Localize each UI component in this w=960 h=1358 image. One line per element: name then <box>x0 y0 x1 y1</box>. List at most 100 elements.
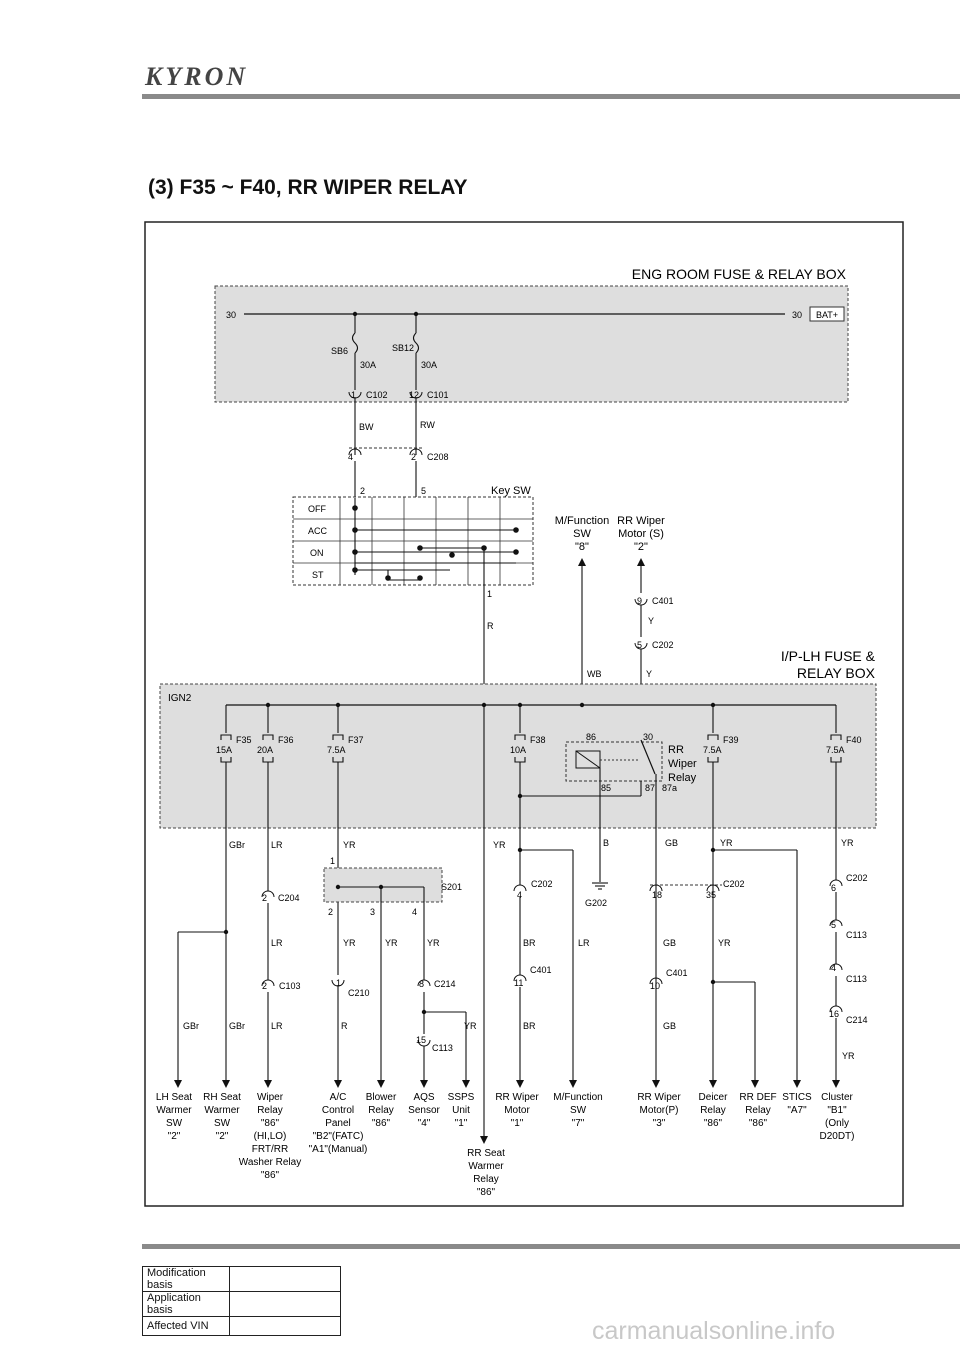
svg-text:18: 18 <box>652 890 662 900</box>
svg-text:YR: YR <box>718 938 731 948</box>
relay-pin-30: 30 <box>643 732 653 742</box>
svg-text:BR: BR <box>523 1021 536 1031</box>
svg-text:4: 4 <box>517 890 522 900</box>
svg-text:4: 4 <box>831 963 836 973</box>
svg-text:R: R <box>487 621 494 631</box>
relay-pin-87a: 87a <box>662 783 677 793</box>
bat-plus-label: BAT+ <box>816 310 838 320</box>
svg-text:8: 8 <box>419 979 424 989</box>
svg-text:C214: C214 <box>846 1015 868 1025</box>
svg-text:C113: C113 <box>846 974 867 984</box>
svg-text:4: 4 <box>348 452 353 462</box>
header-rule <box>142 94 960 99</box>
brand-logo: KYRON <box>145 62 249 91</box>
rr-wiper-motor-s-l1: RR Wiper <box>617 515 665 527</box>
rr-wiper-motor-s-l3: "2" <box>634 541 648 553</box>
svg-text:RW: RW <box>420 420 435 430</box>
ign2-label: IGN2 <box>168 693 192 704</box>
svg-text:LR: LR <box>271 1021 283 1031</box>
f35-rating: 15A <box>216 745 232 755</box>
bat-plus-box <box>809 306 845 322</box>
svg-text:2: 2 <box>360 486 365 496</box>
table-row: Modification basis <box>142 1266 341 1292</box>
svg-text:5: 5 <box>831 920 836 930</box>
svg-text:16: 16 <box>829 1009 839 1019</box>
table-row: Application basis <box>142 1291 341 1317</box>
svg-text:C103: C103 <box>279 981 301 991</box>
relay-pin-86: 86 <box>586 732 596 742</box>
ground-g202: G202 <box>585 898 607 908</box>
svg-text:C208: C208 <box>427 452 449 462</box>
svg-text:YR: YR <box>464 1021 477 1031</box>
table-row: Affected VIN <box>142 1316 341 1336</box>
svg-text:C202: C202 <box>723 879 745 889</box>
svg-text:C214: C214 <box>434 979 456 989</box>
f40-rating: 7.5A <box>826 745 845 755</box>
svg-text:GB: GB <box>665 838 678 848</box>
key-pos-on: ON <box>310 548 324 558</box>
f37-rating: 7.5A <box>327 745 346 755</box>
svg-text:GB: GB <box>663 1021 676 1031</box>
svg-text:C401: C401 <box>666 968 688 978</box>
f39-name: F39 <box>723 735 739 745</box>
svg-text:C113: C113 <box>432 1043 453 1053</box>
svg-text:5: 5 <box>637 640 642 650</box>
svg-text:1: 1 <box>351 390 356 400</box>
svg-text:YR: YR <box>493 840 506 850</box>
footer-url: carmanualsonline.info <box>592 1317 836 1345</box>
svg-text:YR: YR <box>343 938 356 948</box>
svg-text:9: 9 <box>637 596 642 606</box>
svg-text:35: 35 <box>706 890 716 900</box>
svg-text:GBr: GBr <box>229 1021 245 1031</box>
svg-text:1: 1 <box>336 978 341 988</box>
svg-text:6: 6 <box>831 883 836 893</box>
svg-text:C204: C204 <box>278 893 300 903</box>
sb6-rating: 30A <box>360 360 376 370</box>
svg-text:LR: LR <box>578 938 590 948</box>
diagram-frame <box>144 221 904 1207</box>
stics: STICS"A7" <box>782 1092 812 1116</box>
svg-text:2: 2 <box>411 452 416 462</box>
svg-text:C202: C202 <box>846 873 868 883</box>
svg-text:YR: YR <box>427 938 440 948</box>
f36-name: F36 <box>278 735 294 745</box>
mfunction-sw-8-l3: "8" <box>575 541 589 553</box>
svg-text:5: 5 <box>421 486 426 496</box>
svg-text:YR: YR <box>842 1051 855 1061</box>
svg-text:YR: YR <box>385 938 398 948</box>
svg-text:LR: LR <box>271 840 283 850</box>
svg-text:15: 15 <box>416 1035 426 1045</box>
f38-rating: 10A <box>510 745 526 755</box>
svg-text:Y: Y <box>646 669 652 679</box>
relay-label-1: RR <box>668 744 684 756</box>
bus-30-right-label: 30 <box>792 310 802 320</box>
svg-text:YR: YR <box>343 840 356 850</box>
key-switch-title: Key SW <box>491 485 531 497</box>
f39-rating: 7.5A <box>703 745 722 755</box>
svg-text:11: 11 <box>514 978 523 988</box>
svg-text:BW: BW <box>359 422 374 432</box>
svg-text:12: 12 <box>409 390 419 400</box>
svg-text:YR: YR <box>720 838 733 848</box>
svg-text:BR: BR <box>523 938 536 948</box>
mfunction-sw-8-l2: SW <box>573 528 591 540</box>
affected-vin-value <box>229 1316 341 1336</box>
splice-s201 <box>323 867 443 903</box>
eng-room-box-label: ENG ROOM FUSE & RELAY BOX <box>632 266 847 282</box>
page-title: (3) F35 ~ F40, RR WIPER RELAY <box>148 176 468 199</box>
svg-text:3: 3 <box>370 907 375 917</box>
modification-table: Modification basis Application basis Aff… <box>142 1266 341 1336</box>
f40-name: F40 <box>846 735 862 745</box>
svg-text:2: 2 <box>262 893 267 903</box>
svg-text:C401: C401 <box>530 965 552 975</box>
f35-name: F35 <box>236 735 252 745</box>
f38-name: F38 <box>530 735 546 745</box>
